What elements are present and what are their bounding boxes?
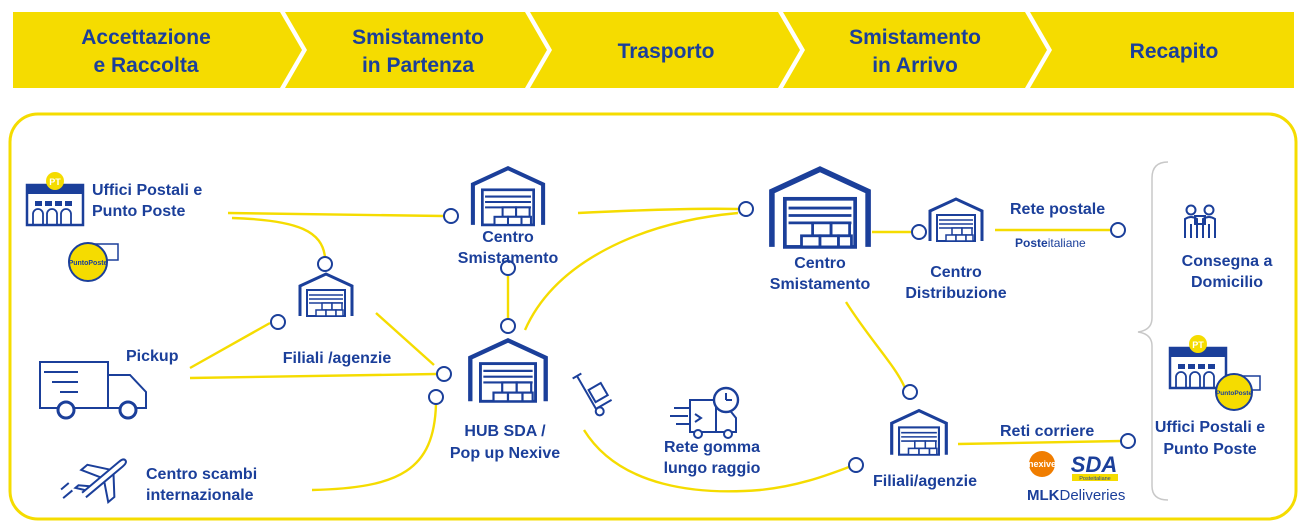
- warehouse-icon: [473, 168, 543, 225]
- connection-nodes: [270, 201, 1136, 473]
- poste-logo-regular: italiane: [1048, 236, 1086, 250]
- sda-logo: SDA Posteitaliane: [1071, 452, 1118, 482]
- step-1-line1: Accettazione: [81, 26, 211, 49]
- poste-logo-bold: Poste: [1015, 236, 1048, 250]
- pt-badge-text: PT: [1192, 340, 1204, 350]
- node-dot: [1120, 433, 1136, 449]
- label-uffici-postali-line2: Punto Poste: [92, 203, 185, 220]
- label-filiali-partenza: Filiali /agenzie: [283, 350, 392, 367]
- courier-handover-icon: [1184, 204, 1216, 238]
- node-dot: [428, 389, 444, 405]
- label-rete-gomma-line1: Rete gomma: [664, 439, 760, 456]
- hand-truck-icon: [572, 372, 613, 417]
- truck-icon: [39, 361, 147, 420]
- mlk-deliveries-logo: MLKDeliveries: [1027, 487, 1125, 504]
- process-step-2: [285, 12, 547, 88]
- process-steps-bar: Accettazione e Raccolta Smistamento in P…: [13, 12, 1294, 88]
- connector-hub-filiali: [582, 429, 850, 493]
- connector-scambi-hub: [311, 403, 438, 492]
- node-dot: [738, 201, 754, 217]
- label-rete-gomma-line2: lungo raggio: [664, 460, 761, 477]
- sda-sub-text: Posteitaliane: [1079, 476, 1111, 482]
- connector-arrivo-filiali: [844, 301, 907, 389]
- label-uffici-recapito-line1: Uffici Postali e: [1155, 419, 1265, 436]
- puntoposte-badge-icon: PuntoPoste: [1215, 373, 1261, 411]
- connector-uffici-centro: [227, 211, 444, 218]
- connector-pickup-hub: [189, 372, 437, 380]
- label-centro-scambi-line1: Centro scambi: [146, 466, 257, 483]
- mlk-logo-bold: MLK: [1027, 487, 1060, 504]
- process-step-4: [783, 12, 1047, 88]
- airplane-icon: [60, 458, 127, 504]
- diagram-frame: [8, 112, 1298, 521]
- process-step-5: [1030, 12, 1294, 88]
- label-hub-line1: HUB SDA /: [464, 423, 546, 440]
- puntoposte-text: PuntoPoste: [1216, 390, 1252, 397]
- step-2-line1: Smistamento: [352, 26, 484, 49]
- pt-badge-text: PT: [49, 177, 61, 187]
- label-centro-arrivo-line2: Smistamento: [770, 276, 871, 293]
- label-pickup: Pickup: [126, 348, 179, 365]
- connector-filiali-hub: [375, 312, 435, 366]
- connector-uffici-filiali: [231, 216, 327, 258]
- warehouse-icon: [772, 169, 868, 247]
- connector-pickup-filiali: [189, 321, 271, 370]
- sda-logo-text: SDA: [1071, 452, 1117, 477]
- node-dot: [270, 314, 286, 330]
- nexive-logo: nexive: [1028, 451, 1056, 477]
- label-rete-postale: Rete postale: [1010, 201, 1105, 218]
- connector-centro-arrivo: [577, 207, 739, 215]
- label-filiali-arrivo: Filiali/agenzie: [873, 473, 977, 490]
- label-reti-corriere: Reti corriere: [1000, 423, 1094, 440]
- step-5-label: Recapito: [1130, 40, 1219, 63]
- step-4-line2: in Arrivo: [872, 54, 958, 77]
- fast-delivery-truck-icon: [670, 386, 740, 439]
- nexive-logo-text: nexive: [1028, 459, 1056, 469]
- label-centro-arrivo-line1: Centro: [794, 255, 846, 272]
- right-brace: [1137, 161, 1169, 501]
- node-dot: [902, 384, 918, 400]
- post-office-icon: PT: [1168, 333, 1228, 390]
- puntoposte-badge-icon: PuntoPoste: [68, 242, 119, 282]
- label-centro-partenza-line1: Centro: [482, 229, 534, 246]
- node-dot: [500, 260, 516, 276]
- label-uffici-postali-line1: Uffici Postali e: [92, 182, 202, 199]
- step-1-line2: e Raccolta: [93, 54, 198, 77]
- label-uffici-recapito-line2: Punto Poste: [1163, 441, 1256, 458]
- label-consegna-line1: Consegna a: [1182, 253, 1273, 270]
- process-step-3: [530, 12, 800, 88]
- puntoposte-text: PuntoPoste: [69, 260, 108, 267]
- step-3-label: Trasporto: [618, 40, 715, 63]
- node-dot: [911, 224, 927, 240]
- node-dot: [848, 457, 864, 473]
- connectors: [189, 207, 1123, 493]
- step-2-line2: in Partenza: [362, 54, 474, 77]
- warehouse-icon: [470, 340, 545, 401]
- label-centro-distribuzione-line2: Distribuzione: [905, 285, 1006, 302]
- step-4-line1: Smistamento: [849, 26, 981, 49]
- node-dot: [1110, 222, 1126, 238]
- label-centro-distribuzione-line1: Centro: [930, 264, 982, 281]
- posteitaliane-logo: Posteitaliane: [1015, 236, 1086, 250]
- warehouse-icon: [298, 272, 354, 318]
- label-consegna-line2: Domicilio: [1191, 274, 1263, 291]
- warehouse-icon: [928, 197, 984, 243]
- connector-reti-corriere: [957, 439, 1123, 446]
- node-dot: [443, 208, 459, 224]
- label-hub-line2: Pop up Nexive: [450, 445, 560, 462]
- node-dot: [436, 366, 452, 382]
- node-dot: [500, 318, 516, 334]
- mlk-logo-regular: Deliveries: [1060, 487, 1126, 504]
- warehouse-icon: [890, 409, 948, 457]
- connector-hub-arrivo: [523, 211, 739, 331]
- svg-text:MLKDeliveries: MLKDeliveries: [1027, 487, 1125, 504]
- post-office-icon: PT: [25, 170, 85, 227]
- node-dot: [317, 256, 333, 272]
- process-step-1: [13, 12, 302, 88]
- label-centro-scambi-line2: internazionale: [146, 487, 254, 504]
- label-centro-partenza-line2: Smistamento: [458, 250, 559, 267]
- svg-text:Posteitaliane: Posteitaliane: [1015, 236, 1086, 250]
